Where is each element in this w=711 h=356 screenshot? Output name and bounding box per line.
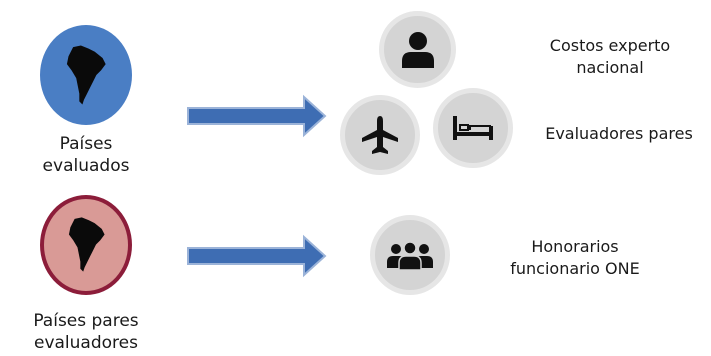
label-line: Costos experto bbox=[549, 36, 671, 55]
peer-evaluators-label: Evaluadores pares bbox=[530, 123, 708, 145]
one-official-label: Honorarios funcionario ONE bbox=[490, 236, 660, 280]
person-icon bbox=[401, 31, 434, 68]
airplane-icon bbox=[362, 116, 398, 154]
label-line: nacional bbox=[576, 58, 644, 77]
group-icon bbox=[387, 241, 433, 270]
national-expert-label: Costos experto nacional bbox=[520, 35, 700, 79]
caption-line: Países bbox=[59, 134, 113, 154]
label-line: Honorarios bbox=[531, 237, 619, 256]
bed-icon bbox=[453, 116, 493, 140]
lodging-circle bbox=[433, 88, 513, 168]
one-official-circle bbox=[370, 215, 450, 295]
label-line: funcionario ONE bbox=[510, 259, 640, 278]
arrow-to-honorarium bbox=[187, 234, 327, 278]
peer-countries-circle bbox=[40, 195, 132, 295]
south-america-map-icon bbox=[67, 45, 107, 105]
arrow-to-expert-costs bbox=[187, 94, 327, 138]
evaluated-countries-circle bbox=[40, 25, 132, 125]
label-line: Evaluadores pares bbox=[545, 124, 693, 143]
caption-line: evaluadores bbox=[34, 333, 138, 353]
travel-circle bbox=[340, 95, 420, 175]
south-america-map-icon bbox=[68, 217, 105, 273]
national-expert-circle bbox=[379, 11, 456, 88]
caption-line: Países pares bbox=[33, 311, 139, 331]
evaluated-countries-caption: Países evaluados bbox=[30, 133, 142, 177]
peer-countries-caption: Países pares evaluadores bbox=[20, 310, 152, 354]
caption-line: evaluados bbox=[42, 156, 130, 176]
